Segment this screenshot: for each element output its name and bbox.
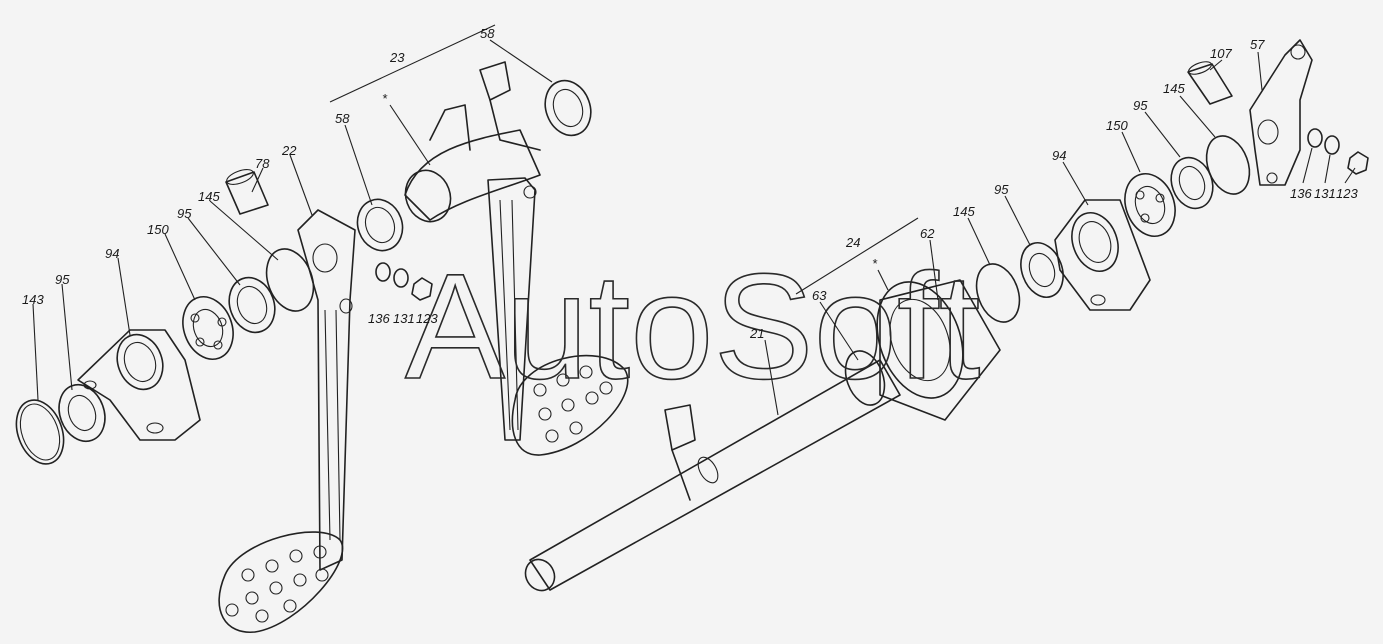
ring-63 xyxy=(844,350,886,406)
callout-21: 21 xyxy=(749,326,764,341)
callout-star1: * xyxy=(382,91,388,106)
shaft xyxy=(524,359,901,592)
washer-right-2 xyxy=(1170,156,1214,210)
callout-62: 62 xyxy=(920,226,935,241)
pedal-bracket-center xyxy=(404,61,541,223)
callout-57: 57 xyxy=(1250,37,1265,52)
washer-left-2 xyxy=(228,276,276,334)
bushing-58-left xyxy=(356,198,404,252)
snap-ring-right xyxy=(975,263,1021,323)
pedal-pad-left xyxy=(218,531,344,633)
bearing-housing-left xyxy=(77,329,201,441)
callout-123b: 123 xyxy=(1336,186,1358,201)
pin-78 xyxy=(225,169,269,215)
washer-left xyxy=(58,383,106,443)
bushing-58-right xyxy=(544,79,592,137)
callout-58a: 58 xyxy=(480,26,495,41)
callout-24: 24 xyxy=(845,235,860,250)
small-washers-right xyxy=(1307,128,1369,175)
snap-ring-right-2 xyxy=(1205,135,1251,195)
snap-ring-left xyxy=(15,399,65,465)
lever-57 xyxy=(1249,39,1313,186)
pin-107 xyxy=(1187,61,1233,105)
callout-95b: 95 xyxy=(177,206,192,221)
callout-150a: 150 xyxy=(147,222,169,237)
callout-labels: 143 95 94 150 95 145 78 22 23 58 58 * 13… xyxy=(22,26,1358,341)
pedal-lever-left xyxy=(297,209,356,571)
callout-150b: 150 xyxy=(1106,118,1128,133)
callout-131b: 131 xyxy=(1314,186,1336,201)
flange-62 xyxy=(876,279,1001,421)
callout-23: 23 xyxy=(389,50,405,65)
callout-145b: 145 xyxy=(953,204,975,219)
callout-95d: 95 xyxy=(1133,98,1148,113)
callout-123a: 123 xyxy=(416,311,438,326)
ball-bearing-left xyxy=(182,296,234,360)
pedal-pad-center xyxy=(511,354,629,456)
small-washers-left xyxy=(375,262,433,301)
bearing-housing-right xyxy=(1054,199,1151,311)
callout-107: 107 xyxy=(1210,46,1232,61)
callout-145c: 145 xyxy=(1163,81,1185,96)
leader-lines xyxy=(32,24,1356,416)
callout-145a: 145 xyxy=(198,189,220,204)
callout-143: 143 xyxy=(22,292,44,307)
callout-58b: 58 xyxy=(335,111,350,126)
callout-131a: 131 xyxy=(393,311,415,326)
callout-95a: 95 xyxy=(55,272,70,287)
callout-94a: 94 xyxy=(105,246,119,261)
callout-63: 63 xyxy=(812,288,827,303)
callout-136b: 136 xyxy=(1290,186,1312,201)
callout-95c: 95 xyxy=(994,182,1009,197)
washer-right xyxy=(1020,242,1064,298)
callout-94b: 94 xyxy=(1052,148,1066,163)
callout-136a: 136 xyxy=(368,311,390,326)
watermark-text: AutoSoft xyxy=(405,242,980,410)
callout-22: 22 xyxy=(281,143,297,158)
callout-star2: * xyxy=(872,256,878,271)
callout-78: 78 xyxy=(255,156,270,171)
ball-bearing-right xyxy=(1124,173,1176,237)
